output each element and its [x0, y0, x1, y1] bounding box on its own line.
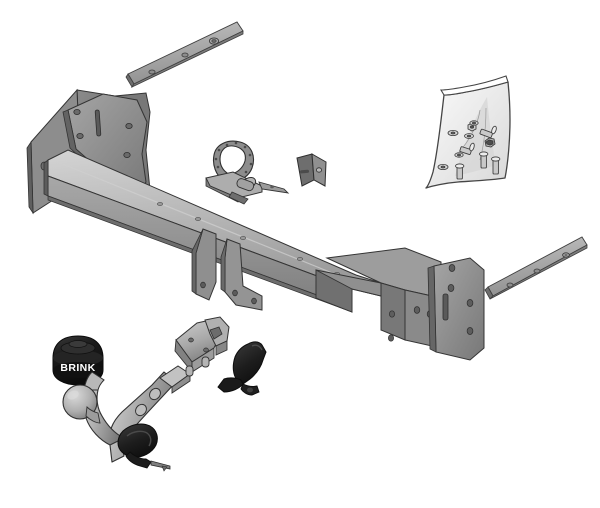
part-latch-assembly: [205, 140, 290, 205]
part-hardware-bag: [425, 75, 511, 189]
brink-logo-text: BRINK: [60, 362, 95, 374]
part-flat-bar-top: [125, 21, 244, 88]
part-black-clip: [217, 341, 267, 396]
part-hanger-bracket-right: [220, 238, 263, 311]
part-right-mounting-plate: [427, 257, 485, 361]
part-angle-bracket: [296, 153, 327, 187]
part-socket-mount-bracket: [174, 316, 230, 377]
part-tow-ball-neck: [62, 365, 191, 472]
part-ball-cover-cap: BRINK: [52, 335, 104, 386]
part-hanger-bracket-left: [191, 228, 217, 301]
part-flat-bar-right: [484, 236, 588, 300]
